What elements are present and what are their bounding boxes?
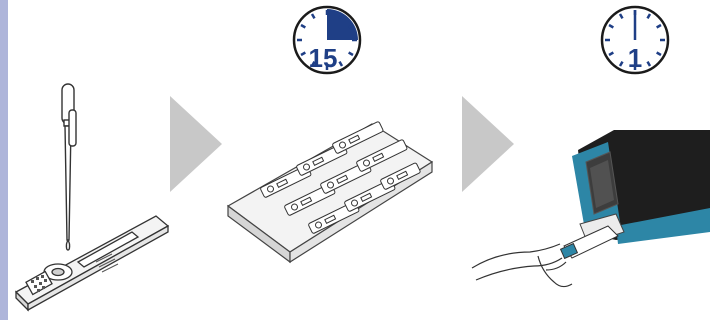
step-2-incubation: 15 — [222, 0, 442, 320]
timer-tick-mark — [646, 61, 652, 67]
arrow-2 — [462, 0, 522, 320]
timer-tick-mark — [618, 61, 624, 67]
timer-1-icon: 1 — [600, 5, 670, 75]
timer-tick-mark — [310, 61, 316, 67]
cassette-marking-lines — [95, 253, 119, 273]
test-cassette-icon — [14, 215, 170, 312]
reader-device-icon: 1 — [471, 5, 710, 288]
cassettes-group — [260, 121, 421, 234]
timer-minutes-label: 15 — [309, 43, 338, 73]
timer-tick-mark — [656, 51, 662, 57]
inserted-cassette — [559, 225, 619, 260]
timer-tick-mark — [348, 51, 354, 57]
timer-tick-mark — [300, 51, 306, 57]
timer-tick-mark — [338, 61, 344, 67]
next-step-arrow-icon — [462, 96, 514, 192]
left-accent-stripe — [0, 0, 8, 320]
timer-elapsed-wedge — [327, 9, 358, 40]
step-3-reading: 1 — [468, 0, 710, 320]
dropper-icon — [61, 83, 77, 251]
timer-tick-mark — [646, 13, 652, 19]
hands-line-art — [471, 243, 573, 288]
qr-code-icon — [31, 275, 47, 292]
timer-tick-mark — [348, 23, 354, 29]
timer-tick-mark — [338, 13, 344, 19]
timer-15-icon: 15 — [292, 5, 362, 75]
next-step-arrow-icon — [170, 96, 222, 192]
timer-tick-mark — [608, 51, 614, 57]
timer-tick-mark — [656, 23, 662, 29]
timer-tick-mark — [608, 23, 614, 29]
reader-device-body — [572, 130, 710, 245]
timer-tick-mark — [310, 13, 316, 19]
test-cassette-with-dropper-icon — [14, 83, 170, 312]
timer-minutes-label: 1 — [628, 43, 642, 73]
timer-tick-mark — [618, 13, 624, 19]
arrow-1 — [170, 0, 230, 320]
step-1-sample-application — [8, 0, 173, 320]
timer-tick-mark — [300, 23, 306, 29]
tray-of-cassettes-icon: 15 — [226, 5, 434, 264]
